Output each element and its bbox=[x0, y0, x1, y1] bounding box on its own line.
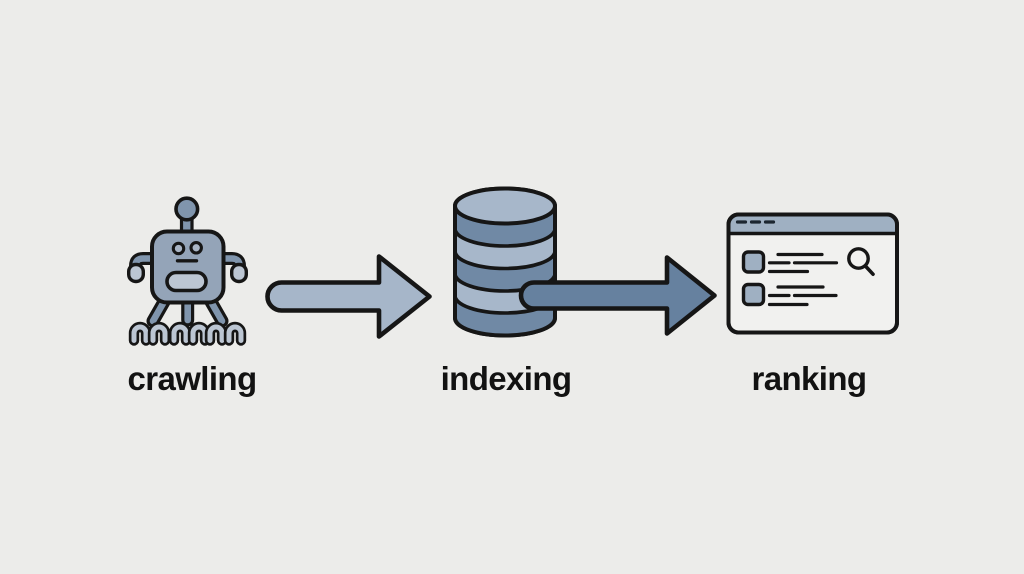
database-top-disc bbox=[453, 186, 557, 226]
window-title-bar bbox=[728, 214, 897, 234]
robot-left-hand bbox=[126, 262, 145, 284]
arrow-indexing-to-ranking bbox=[518, 255, 717, 336]
robot-feet bbox=[128, 321, 247, 346]
result-text-lines bbox=[767, 252, 839, 274]
arrow-crawling-to-indexing bbox=[265, 254, 432, 339]
search-icon bbox=[847, 247, 875, 276]
database-band bbox=[455, 295, 555, 336]
stage-label-indexing: indexing bbox=[440, 360, 572, 397]
robot-right-eye bbox=[189, 241, 203, 255]
stage-label-ranking: ranking bbox=[751, 360, 868, 397]
robot-arms bbox=[126, 252, 248, 284]
robot-right-hand bbox=[229, 262, 248, 284]
robot-antenna-ball bbox=[174, 196, 200, 222]
robot-mouth bbox=[165, 270, 208, 293]
robot-crawler-icon bbox=[126, 196, 248, 346]
result-row bbox=[741, 250, 839, 274]
database-band bbox=[455, 206, 555, 246]
search-results-window-icon bbox=[726, 212, 899, 335]
result-row bbox=[741, 282, 838, 307]
database-stack-icon bbox=[453, 186, 557, 338]
robot-left-eye bbox=[171, 241, 186, 256]
stage-label-crawling: crawling bbox=[127, 360, 257, 397]
result-text-lines bbox=[767, 285, 838, 307]
result-thumbnail bbox=[741, 250, 766, 274]
result-thumbnail bbox=[741, 282, 766, 307]
